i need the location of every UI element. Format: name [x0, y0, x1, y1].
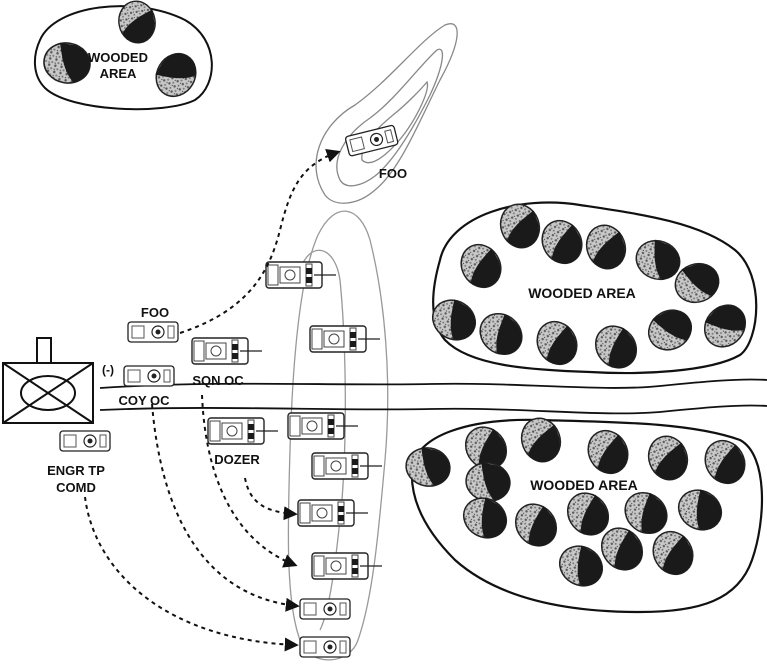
tank-icon — [192, 338, 262, 364]
carrier-icon — [60, 431, 110, 451]
wooded-area-lower-label: WOODED AREA — [530, 477, 638, 493]
tank-icon — [310, 326, 380, 352]
carrier-icon — [300, 637, 350, 657]
infantry-company-symbol — [3, 338, 93, 423]
tank-icon — [208, 418, 278, 444]
tree-icon — [472, 305, 530, 362]
engr-route-arrow — [85, 497, 296, 645]
carrier-icon — [300, 599, 350, 619]
strength-indicator: (-) — [102, 363, 114, 377]
tank-icon — [312, 453, 382, 479]
tree-icon — [641, 303, 698, 358]
dozer-label: DOZER — [214, 452, 260, 467]
carrier-icon — [128, 322, 178, 342]
wooded-area-small-label-2: AREA — [100, 66, 137, 81]
tank-icon — [312, 553, 382, 579]
tree-icon — [149, 46, 204, 103]
carrier-icon — [345, 125, 398, 157]
sqn-oc-label: SQN OC — [192, 373, 244, 388]
wooded-area-lower: WOODED AREA — [403, 413, 762, 612]
engr-tp-label: ENGR TP — [47, 463, 105, 478]
tree-icon — [581, 423, 636, 480]
wooded-area-small-label-1: WOODED — [88, 50, 148, 65]
dozer-route-arrow — [245, 478, 295, 514]
tree-icon — [456, 491, 513, 546]
tree-icon — [463, 459, 513, 504]
tank-icon — [298, 500, 368, 526]
wooded-area-upper-label: WOODED AREA — [528, 285, 636, 301]
tree-icon — [535, 213, 590, 270]
foo-left-label: FOO — [141, 305, 169, 320]
coy-oc-label: COY OC — [118, 393, 170, 408]
wooded-area-small: WOODED AREA — [35, 0, 212, 109]
tree-icon — [454, 237, 509, 294]
tree-icon — [581, 220, 632, 274]
foo-top-label: FOO — [379, 166, 407, 181]
tank-icon — [266, 262, 336, 288]
tree-icon — [530, 314, 585, 371]
tree-icon — [507, 496, 564, 554]
tree-icon — [671, 483, 728, 538]
tree-icon — [495, 199, 546, 253]
tree-icon — [41, 39, 93, 86]
tree-icon — [403, 444, 453, 489]
tank-icon — [288, 413, 358, 439]
wooded-area-upper: WOODED AREA — [425, 199, 756, 376]
carrier-icon — [124, 366, 174, 386]
tree-icon — [643, 431, 694, 485]
tree-icon — [587, 318, 644, 376]
tree-icon — [696, 297, 753, 355]
engr-comd-label: COMD — [56, 480, 96, 495]
